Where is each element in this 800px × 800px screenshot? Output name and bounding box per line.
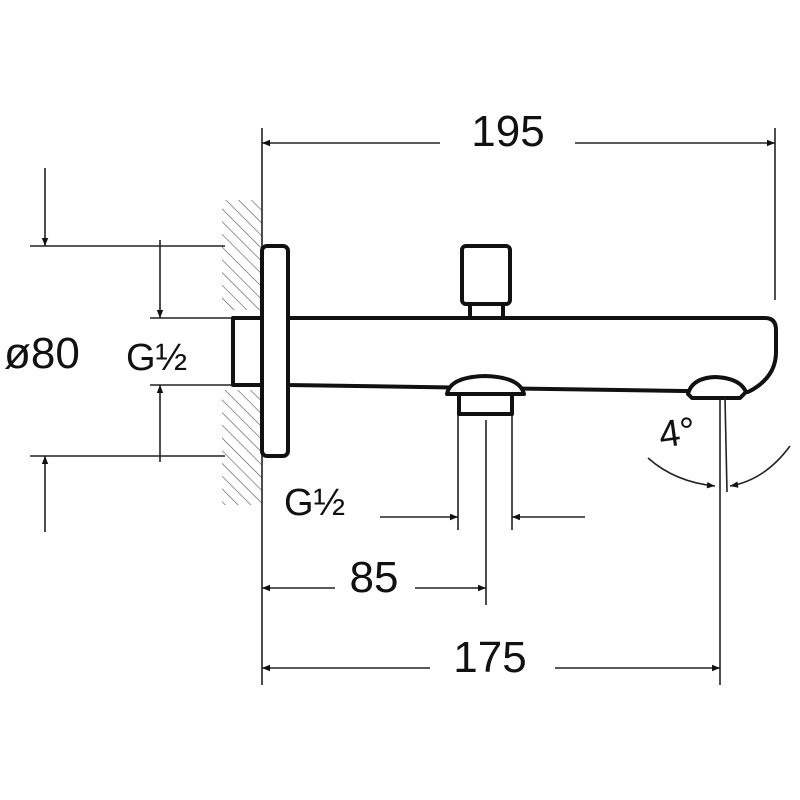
diverter-outlet xyxy=(445,374,526,396)
dimension-195: 195 xyxy=(471,107,544,156)
dimension-175: 175 xyxy=(453,633,526,682)
spout-outlet xyxy=(686,375,748,400)
label-diverter-thread: G½ xyxy=(284,482,345,524)
diverter-knob xyxy=(460,244,512,306)
label-spout-angle: 4° xyxy=(656,410,698,457)
wall-flange xyxy=(260,244,290,458)
dimension-lines xyxy=(41,139,791,672)
dimension-flange-diameter: ø80 xyxy=(4,329,80,378)
label-wall-thread: G½ xyxy=(126,337,187,379)
spout xyxy=(231,244,778,458)
extension-lines xyxy=(30,128,776,685)
wall-hatching xyxy=(222,200,263,505)
dimension-85: 85 xyxy=(350,553,399,602)
